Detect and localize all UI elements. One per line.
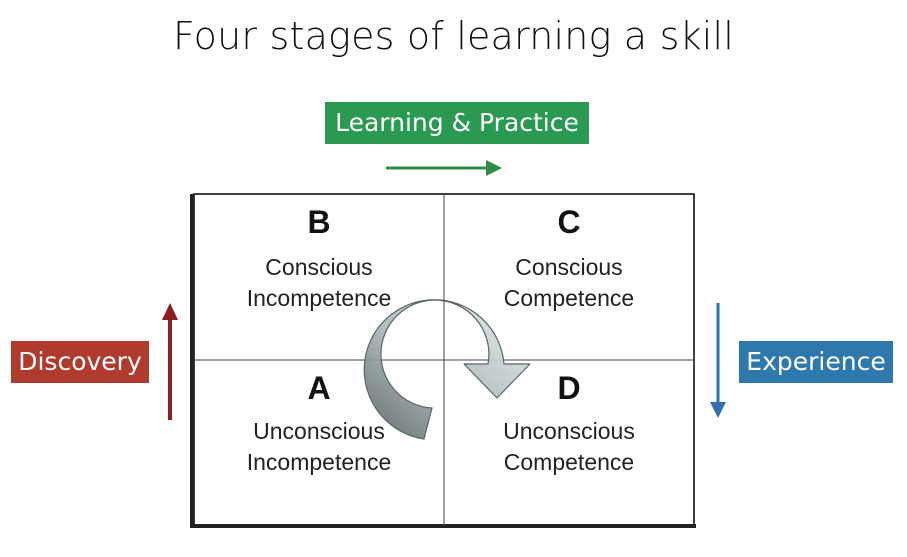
quadrant-d-letter: D (557, 370, 581, 406)
discovery-label: Discovery (11, 341, 149, 383)
cycle-arrow-icon (363, 299, 531, 440)
quadrant-c-letter: C (557, 204, 581, 240)
quadrant-c-label: Conscious Competence (503, 254, 635, 311)
learning-arrow-icon (386, 160, 502, 176)
experience-label: Experience (739, 341, 893, 383)
learning-practice-label: Learning & Practice (325, 102, 589, 144)
grid-frame-shadow-bottom (190, 524, 696, 528)
quadrant-a-label: Unconscious Incompetence (246, 418, 392, 475)
quadrant-b-label: Conscious Incompetence (246, 254, 392, 311)
grid-frame-shadow-left (190, 194, 194, 528)
quadrant-b-letter: B (307, 204, 331, 240)
quadrant-d-label: Unconscious Competence (503, 418, 635, 475)
experience-arrow-icon (710, 303, 726, 418)
slide-title: Four stages of learning a skill (172, 14, 735, 58)
discovery-arrow-icon (162, 303, 178, 420)
quadrant-a-letter: A (307, 370, 331, 406)
